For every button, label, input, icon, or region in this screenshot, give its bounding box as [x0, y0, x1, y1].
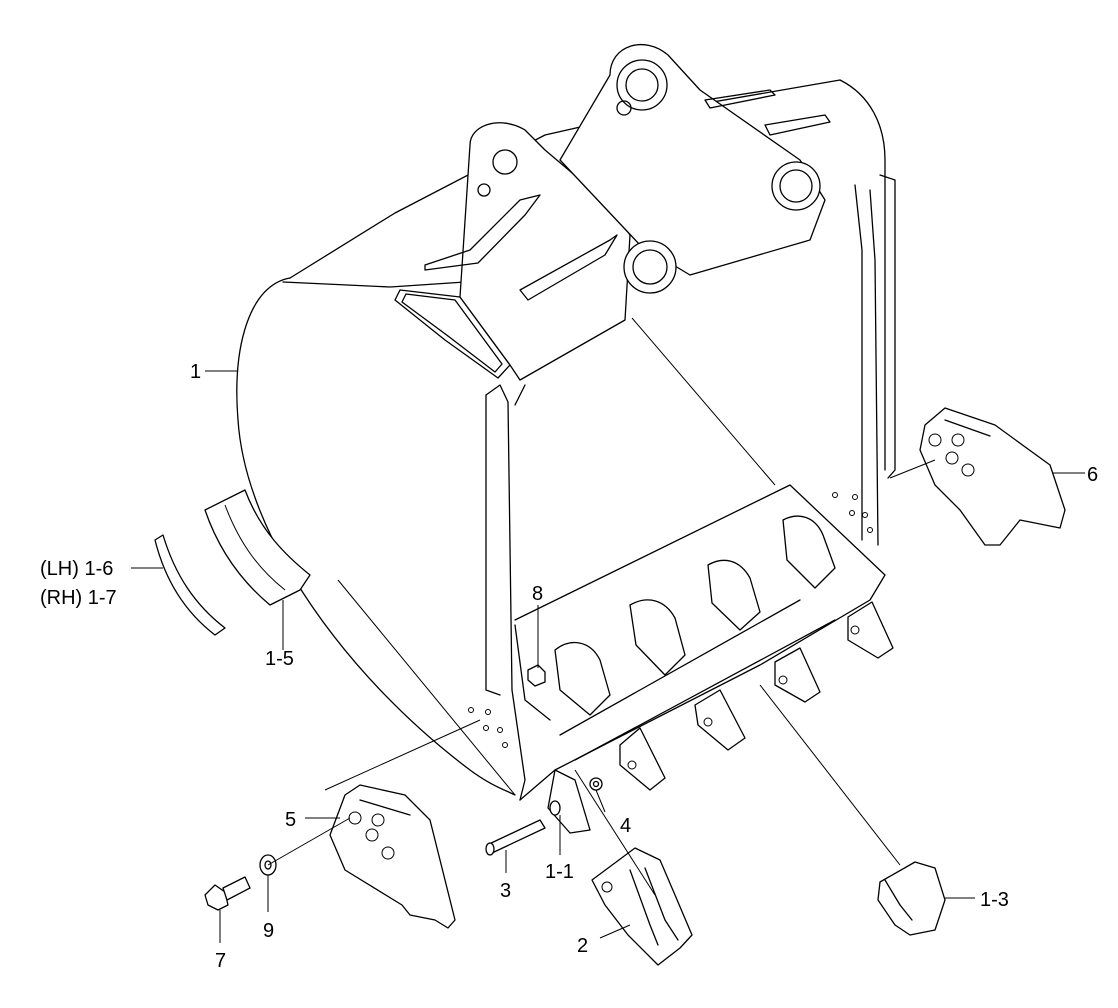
label-1-1: 1-1 — [545, 861, 574, 883]
nut-8 — [527, 664, 546, 687]
label-8: 8 — [532, 583, 543, 605]
bucket-body — [236, 44, 896, 801]
pin-3 — [485, 819, 546, 856]
tooth-point-2 — [591, 847, 693, 966]
bolt-7 — [204, 876, 251, 911]
side-cutter-rh — [919, 407, 1066, 546]
tooth-adapters — [547, 515, 894, 834]
label-4: 4 — [620, 815, 631, 837]
side-cutter-lh — [324, 719, 481, 929]
label-3: 3 — [500, 880, 511, 902]
label-9: 9 — [263, 920, 274, 942]
label-1-7: (RH) 1-7 — [40, 587, 117, 609]
lock-washer-4 — [589, 777, 603, 791]
label-5: 5 — [285, 809, 296, 831]
wear-plate-1-6-1-7 — [154, 534, 226, 636]
part-labels: 1 (LH) 1-6 (RH) 1-7 1-5 8 5 4 3 1-1 9 7 … — [40, 361, 1098, 972]
retainer-1-1 — [549, 800, 561, 816]
label-2: 2 — [577, 935, 588, 957]
label-6: 6 — [1087, 464, 1098, 486]
label-1: 1 — [190, 361, 201, 383]
label-7: 7 — [215, 950, 226, 972]
label-1-5: 1-5 — [265, 648, 294, 670]
label-1-6: (LH) 1-6 — [40, 558, 113, 580]
tooth-tip-1-3 — [877, 861, 946, 936]
wear-plate-1-5 — [204, 489, 311, 606]
label-1-3: 1-3 — [980, 889, 1009, 911]
leader-lines — [131, 370, 1085, 943]
